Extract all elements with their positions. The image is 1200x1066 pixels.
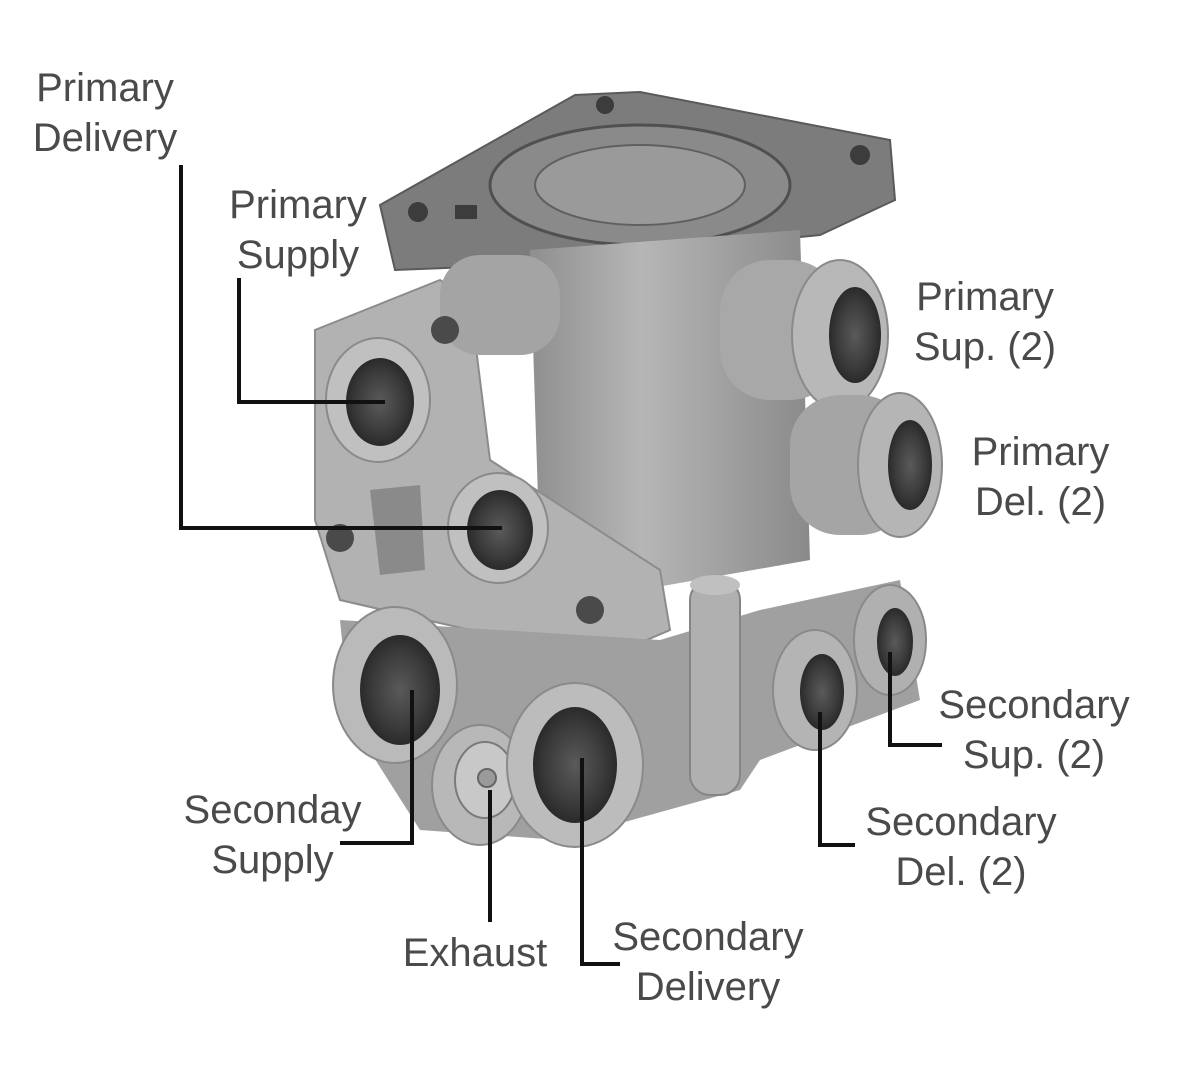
primary-supply-boss bbox=[440, 255, 560, 355]
label-seconday-supply: Seconday Supply bbox=[170, 785, 375, 885]
label-seconday-supply-line2: Supply bbox=[211, 838, 334, 882]
leader-line-secondary-delivery bbox=[580, 758, 620, 966]
label-secondary-delivery: Secondary Delivery bbox=[598, 912, 818, 1012]
flange-slot bbox=[455, 205, 477, 219]
label-secondary-delivery-line2: Delivery bbox=[635, 965, 781, 1009]
seconday-supply-port-bore bbox=[360, 635, 440, 745]
label-primary-supply: Primary Supply bbox=[218, 180, 378, 280]
secondary-del-2-port-bore bbox=[800, 654, 844, 730]
flange-bolt-hole bbox=[408, 202, 428, 222]
label-secondary-delivery-line1: Secondary bbox=[612, 915, 804, 959]
label-secondary-del-2-line1: Secondary bbox=[865, 800, 1057, 844]
guide-pin-top bbox=[690, 575, 740, 595]
label-exhaust: Exhaust bbox=[390, 928, 560, 978]
guide-pin bbox=[689, 579, 741, 796]
label-secondary-del-2-line2: Del. (2) bbox=[895, 850, 1027, 894]
leader-line-seconday-supply bbox=[340, 690, 414, 845]
plate-bolt-hole bbox=[576, 596, 604, 624]
label-seconday-supply-line1: Seconday bbox=[183, 788, 362, 832]
label-primary-supply-line1: Primary bbox=[229, 183, 367, 227]
leader-line-primary-supply bbox=[237, 278, 385, 404]
plate-bolt-hole bbox=[431, 316, 459, 344]
label-secondary-del-2: Secondary Del. (2) bbox=[852, 797, 1070, 897]
secondary-sup-2-port-bore bbox=[877, 608, 913, 676]
flange-bolt-hole bbox=[850, 145, 870, 165]
label-secondary-sup-2-line1: Secondary bbox=[938, 683, 1130, 727]
primary-sup-2-port bbox=[720, 259, 889, 411]
secondary-delivery-port-bore bbox=[533, 707, 617, 823]
label-primary-delivery-line2: Delivery bbox=[32, 116, 178, 160]
flange-bolt-hole bbox=[596, 96, 614, 114]
leader-lines bbox=[179, 165, 942, 966]
primary-del-2-port bbox=[790, 392, 943, 538]
label-primary-supply-line2: Supply bbox=[236, 233, 360, 277]
label-primary-delivery: Primary Delivery bbox=[25, 63, 185, 163]
exhaust-port-center bbox=[477, 768, 497, 788]
leader-line-primary-delivery bbox=[179, 165, 502, 530]
flange-diaphragm bbox=[534, 144, 746, 226]
leader-line-secondary-sup-2 bbox=[888, 652, 942, 747]
label-primary-del-2-line1: Primary bbox=[971, 430, 1110, 474]
leader-line-secondary-del-2 bbox=[818, 712, 855, 847]
label-exhaust-line1: Exhaust bbox=[402, 931, 548, 975]
label-primary-sup-2-line2: Sup. (2) bbox=[913, 325, 1057, 369]
label-secondary-sup-2: Secondary Sup. (2) bbox=[925, 680, 1143, 780]
plate-bolt-hole bbox=[326, 524, 354, 552]
label-primary-del-2-line2: Del. (2) bbox=[974, 480, 1107, 524]
label-primary-sup-2-line1: Primary bbox=[916, 275, 1054, 319]
valve-body bbox=[314, 90, 943, 848]
label-primary-delivery-line1: Primary bbox=[36, 66, 174, 110]
label-primary-del-2: Primary Del. (2) bbox=[958, 427, 1123, 527]
label-primary-sup-2: Primary Sup. (2) bbox=[900, 272, 1070, 372]
label-secondary-sup-2-line2: Sup. (2) bbox=[962, 733, 1106, 777]
